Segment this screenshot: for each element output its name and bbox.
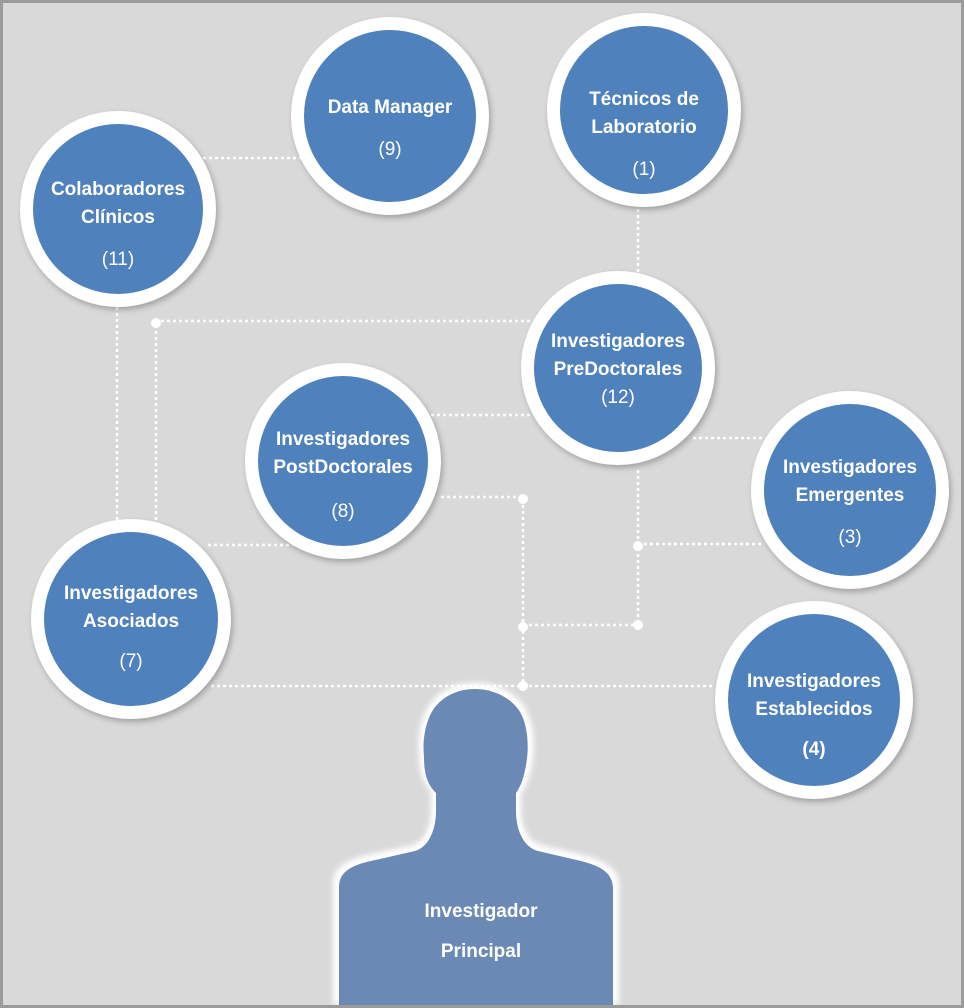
node-count: (3) bbox=[838, 527, 862, 548]
connector-dot bbox=[518, 494, 528, 504]
node-title: Colaboradores bbox=[50, 179, 186, 200]
node-count: (1) bbox=[632, 159, 656, 180]
node-title: Data Manager bbox=[327, 97, 453, 118]
node-title: Técnicos de bbox=[589, 89, 699, 110]
node-title: Investigadores bbox=[63, 583, 199, 604]
node-investigadores-postdoctorales[interactable]: Investigadores PostDoctorales (8) bbox=[245, 363, 441, 559]
node-title: PostDoctorales bbox=[273, 457, 413, 478]
node-tecnicos-laboratorio[interactable]: Técnicos de Laboratorio (1) bbox=[547, 13, 741, 207]
node-investigadores-establecidos[interactable]: Investigadores Establecidos (4) bbox=[715, 601, 913, 799]
principal-title-line2: Principal bbox=[440, 941, 522, 962]
node-count: (8) bbox=[331, 501, 355, 522]
node-title: Laboratorio bbox=[591, 117, 697, 138]
node-data-manager[interactable]: Data Manager (9) bbox=[291, 17, 489, 215]
node-investigadores-asociados[interactable]: Investigadores Asociados (7) bbox=[31, 519, 231, 719]
connector-dot bbox=[518, 622, 528, 632]
node-count: (4) bbox=[802, 739, 826, 760]
connector-dot bbox=[151, 318, 161, 328]
connector-dot bbox=[633, 541, 643, 551]
node-title: Investigadores bbox=[275, 429, 411, 450]
link-postdoctorales-principal bbox=[441, 495, 525, 687]
connector-dot bbox=[633, 620, 643, 630]
node-title: Asociados bbox=[82, 611, 180, 632]
node-investigadores-emergentes[interactable]: Investigadores Emergentes (3) bbox=[751, 391, 949, 589]
node-count: (9) bbox=[378, 139, 402, 160]
node-colaboradores-clinicos[interactable]: Colaboradores Clínicos (11) bbox=[20, 111, 216, 307]
node-count: (12) bbox=[601, 387, 635, 408]
node-title: Establecidos bbox=[755, 699, 873, 720]
node-title: Clínicos bbox=[81, 207, 155, 228]
node-count: (7) bbox=[119, 651, 143, 672]
principal-title-line1: Investigador bbox=[424, 901, 538, 922]
node-title: Investigadores bbox=[782, 457, 918, 478]
node-count: (11) bbox=[101, 249, 135, 270]
connector-lines bbox=[115, 156, 763, 1005]
node-title: Emergentes bbox=[795, 485, 905, 506]
node-title: Investigadores bbox=[550, 331, 686, 352]
connector-dot bbox=[518, 681, 528, 691]
principal-silhouette-icon bbox=[333, 683, 619, 1005]
node-title: PreDoctorales bbox=[553, 359, 683, 380]
node-investigadores-predoctorales[interactable]: Investigadores PreDoctorales (12) bbox=[521, 271, 715, 465]
node-title: Investigadores bbox=[746, 671, 882, 692]
